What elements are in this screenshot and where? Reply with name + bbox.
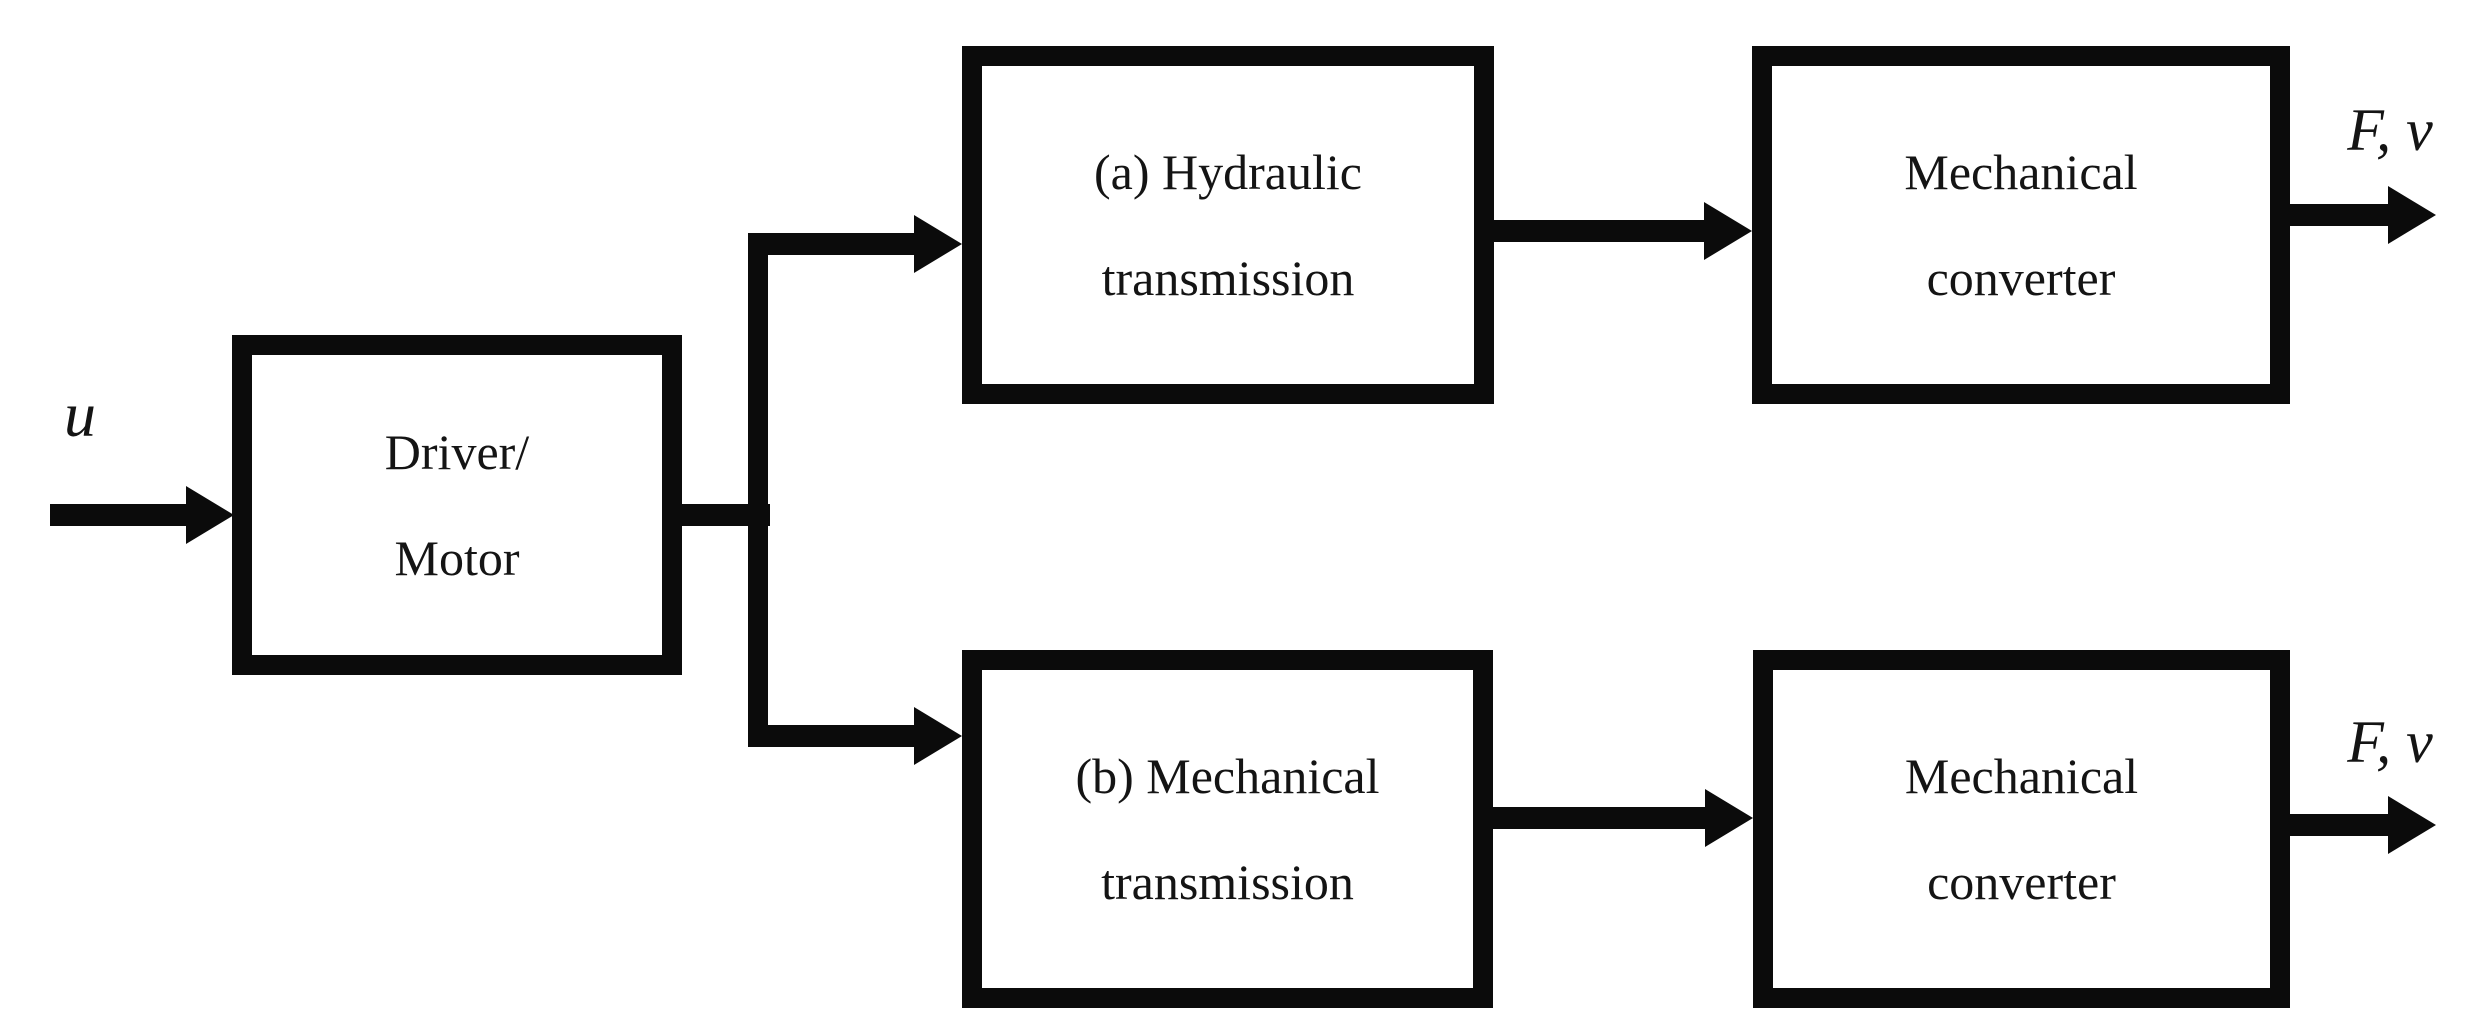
driver-output-connector-line [680, 504, 770, 526]
output-bottom-arrowhead-icon [2388, 796, 2436, 854]
branch-bottom-line [748, 725, 916, 747]
hydraulic-to-converter-line [1494, 220, 1706, 242]
input-arrowhead-icon [186, 486, 234, 544]
transmission-to-converter-line [1493, 807, 1707, 829]
hydraulic-transmission-label-line2: transmission [1101, 250, 1355, 306]
branch-top-arrowhead-icon [914, 215, 962, 273]
driver-motor-label-line2: Motor [394, 530, 520, 586]
hydraulic-transmission-label-line1: (a) Hydraulic [1094, 144, 1362, 200]
mechanical-transmission-label-line1: (b) Mechanical [1075, 748, 1380, 804]
mechanical-converter-top-label-line2: converter [1926, 250, 2116, 306]
branch-bottom-arrowhead-icon [914, 707, 962, 765]
mechanical-converter-bottom-label-line2: converter [1927, 854, 2116, 910]
output-top-label: F, v [2347, 97, 2433, 163]
output-top-arrowhead-icon [2388, 186, 2436, 244]
mechanical-transmission-label-line2: transmission [1101, 854, 1354, 910]
branch-vertical-line [748, 233, 768, 747]
output-top-line [2290, 204, 2390, 226]
output-bottom-label: F, v [2347, 709, 2433, 775]
input-signal-label: u [64, 379, 96, 450]
hydraulic-transmission-block: (a) Hydraulic transmission [962, 46, 1494, 404]
branch-top-line [748, 233, 916, 255]
transmission-to-converter-arrowhead-icon [1705, 789, 1753, 847]
mechanical-converter-top-label-line1: Mechanical [1904, 144, 2138, 200]
hydraulic-to-converter-arrowhead-icon [1704, 202, 1752, 260]
mechanical-converter-bottom-label-line1: Mechanical [1904, 748, 2139, 804]
input-arrow-line [50, 504, 190, 526]
driver-motor-block: Driver/ Motor [232, 335, 682, 675]
mechanical-converter-bottom-block: Mechanical converter [1753, 650, 2290, 1008]
driver-motor-label-line1: Driver/ [384, 424, 530, 480]
output-bottom-line [2290, 814, 2390, 836]
mechanical-converter-top-block: Mechanical converter [1752, 46, 2290, 404]
mechanical-transmission-block: (b) Mechanical transmission [962, 650, 1493, 1008]
